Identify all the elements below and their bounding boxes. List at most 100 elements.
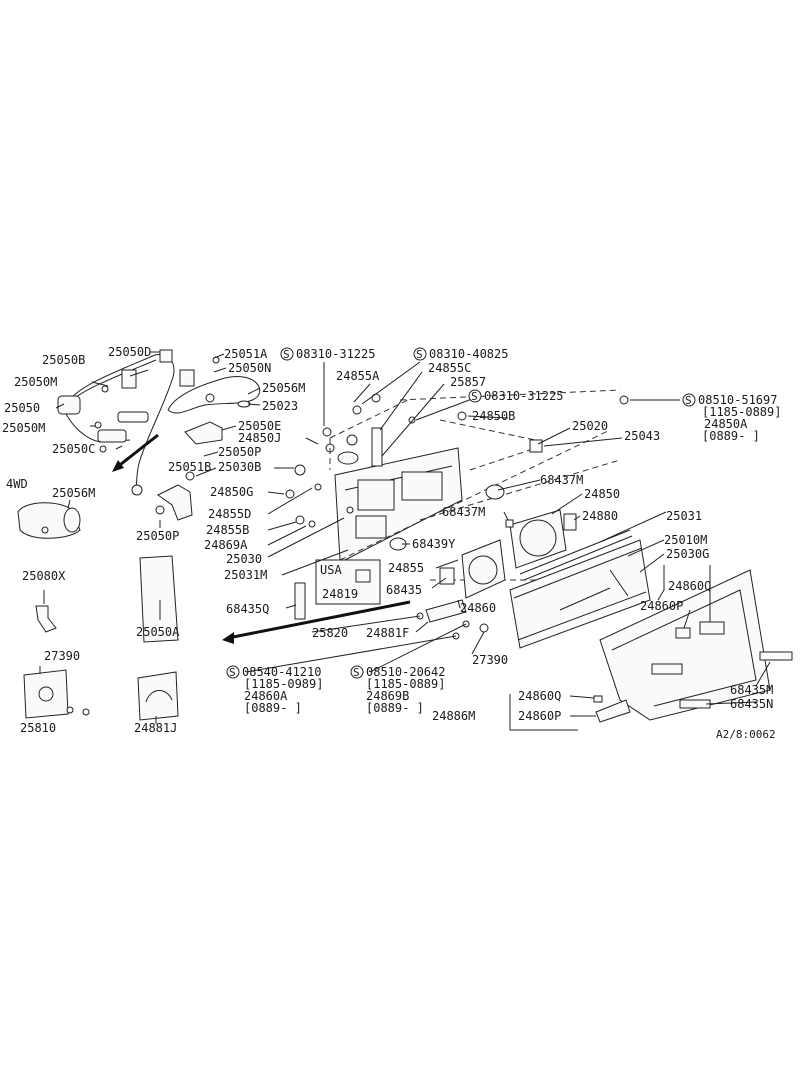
screw xyxy=(101,385,109,393)
bracket-25051B xyxy=(157,484,193,521)
housing-cavity-right xyxy=(401,471,443,501)
part-24860P-lower xyxy=(595,699,631,723)
label-date-range: [1185-0989] xyxy=(244,677,323,691)
label-68435Q: 68435Q xyxy=(226,602,269,616)
direction-arrows xyxy=(112,433,411,644)
cable-end-fitting xyxy=(57,395,81,415)
label-date-range: [0889- ] xyxy=(244,701,302,715)
4wd-indicator-housing xyxy=(17,502,81,539)
strip-68435Q xyxy=(294,582,306,620)
screw xyxy=(212,356,220,364)
screw xyxy=(99,445,107,453)
label-25857: 25857 xyxy=(450,375,486,389)
housing-cavity-lower xyxy=(355,515,387,539)
label-25031M: 25031M xyxy=(224,568,267,582)
bulb-24855A xyxy=(346,434,358,446)
connector-25050P xyxy=(337,451,359,465)
label-25050C: 25050C xyxy=(52,442,95,456)
strip-68435N xyxy=(679,699,711,709)
label-68435M: 68435M xyxy=(730,683,773,697)
label-68437M: 68437M xyxy=(442,505,485,519)
part-24860Q-lower xyxy=(593,695,603,703)
part-25020 xyxy=(529,439,543,453)
label-date-range: [1185-0889] xyxy=(366,677,445,691)
label-25030B: 25030B xyxy=(218,460,261,474)
label-24850: 24850 xyxy=(584,487,620,501)
label-24850B: 24850B xyxy=(472,409,515,423)
label-24881J: 24881J xyxy=(134,721,177,735)
leader-lines xyxy=(39,351,771,731)
label-25030: 25030 xyxy=(226,552,262,566)
label-usa: USA xyxy=(320,563,342,577)
label-25050M: 25050M xyxy=(2,421,45,435)
label-68435: 68435 xyxy=(386,583,422,597)
part-24819 xyxy=(355,569,371,583)
cable-clamp-top xyxy=(159,349,173,363)
part-68437M xyxy=(505,519,514,528)
label-25043: 25043 xyxy=(624,429,660,443)
label-24855C: 24855C xyxy=(428,361,471,375)
label-25056M: 25056M xyxy=(262,381,305,395)
bulb-27390 xyxy=(66,706,74,714)
label-s-circle: S xyxy=(283,348,290,361)
left-side-parts xyxy=(17,502,179,721)
bulb-24869A xyxy=(308,520,316,528)
screw-08510-51697 xyxy=(619,395,629,405)
label-24869A: 24869A xyxy=(204,538,248,552)
cable-grommet xyxy=(117,411,149,423)
label-25810: 25810 xyxy=(20,721,56,735)
cable-bracket xyxy=(121,369,137,389)
label-s-circle: S xyxy=(229,666,236,679)
label-25051B: 25051B xyxy=(168,460,211,474)
bulb-24850B xyxy=(457,411,467,421)
lens-and-finisher xyxy=(509,395,793,723)
screw xyxy=(346,506,354,514)
label-25050: 25050 xyxy=(4,401,40,415)
housing-cavity-left xyxy=(357,479,395,511)
housing-lens xyxy=(63,507,81,533)
gauge-dial xyxy=(38,686,54,702)
label-25050B: 25050B xyxy=(42,353,85,367)
label-date-range: [0889- ] xyxy=(702,429,760,443)
screw xyxy=(41,526,49,534)
plate-24881J xyxy=(137,671,179,721)
label-25051A: 25051A xyxy=(224,347,268,361)
label-25010M: 25010M xyxy=(664,533,707,547)
screw xyxy=(408,416,416,424)
cluster-lens-25010M xyxy=(509,539,651,649)
label-24855: 24855 xyxy=(388,561,424,575)
part-24880 xyxy=(563,513,577,531)
label-25023: 25023 xyxy=(262,399,298,413)
label-24855D: 24855D xyxy=(208,507,251,521)
bulb-24855D xyxy=(314,483,322,491)
label-68439Y: 68439Y xyxy=(412,537,456,551)
label-25020: 25020 xyxy=(572,419,608,433)
gauge-24855 xyxy=(461,539,506,599)
label-25050M: 25050M xyxy=(14,375,57,389)
label-68437M: 68437M xyxy=(540,473,583,487)
part-24860P xyxy=(675,627,691,639)
label-24881F: 24881F xyxy=(366,626,409,640)
part-labels: 25050B 25050D 25050M 25050 25050M 25050C… xyxy=(2,345,781,741)
part-24860Q xyxy=(699,621,725,635)
bulb-24855C xyxy=(352,405,362,415)
bulb-27390 xyxy=(479,623,489,633)
label-25050P: 25050P xyxy=(136,529,179,543)
label-24860P: 24860P xyxy=(640,599,683,613)
label-27390: 27390 xyxy=(472,653,508,667)
label-24886M: 24886M xyxy=(432,709,475,723)
bulb-24850G xyxy=(285,489,295,499)
label-s-circle: S xyxy=(353,666,360,679)
label-24860: 24860 xyxy=(460,601,496,615)
label-08540-41210: 08540-41210 xyxy=(242,665,321,679)
label-27390: 27390 xyxy=(44,649,80,663)
screw xyxy=(205,393,215,403)
label-s-circle: S xyxy=(685,394,692,407)
screw xyxy=(185,471,195,481)
label-24860A: 24860A xyxy=(244,689,288,703)
label-24855A: 24855A xyxy=(336,369,380,383)
label-24819: 24819 xyxy=(322,587,358,601)
sensor-25080X xyxy=(35,605,57,633)
label-25050P: 25050P xyxy=(218,445,261,459)
